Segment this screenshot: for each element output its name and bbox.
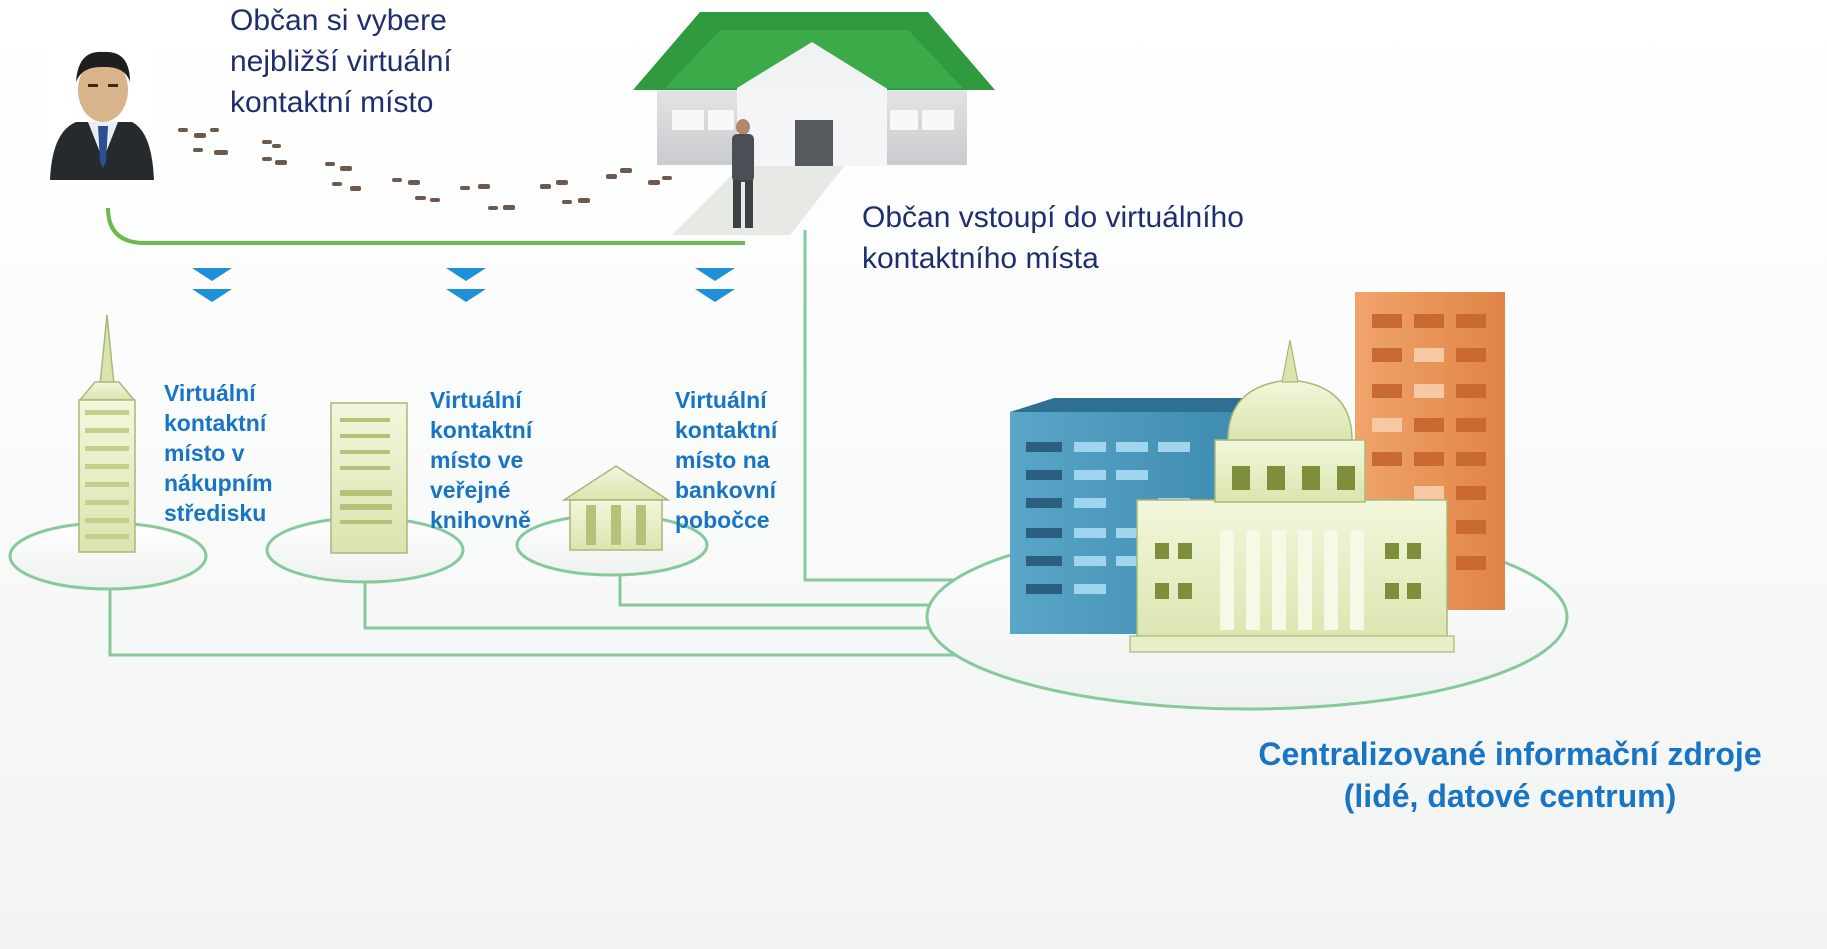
virtual-contact-house-icon [633,12,995,235]
label-line: bankovní [675,477,776,503]
down-arrows [192,268,735,302]
down-arrow-icon [446,268,486,302]
walking-person-icon [732,119,754,228]
bank-building-icon [561,465,671,551]
connector-line-library [363,565,1080,630]
label-line: místo na [675,447,770,473]
contact-point-bank-label: Virtuální kontaktní místo na bankovní po… [675,385,777,535]
mall-tower-icon [78,314,136,553]
label-line: Virtuální [164,380,256,406]
label-line: knihovně [430,507,531,533]
label-line: Virtuální [675,387,767,413]
label-line: středisku [164,500,267,526]
caption-line: Občan si vybere [230,4,447,37]
caption-line: nejbližší virtuální [230,45,452,78]
label-line: kontaktní [675,417,778,443]
footprints-icon [178,128,672,210]
caption-line: Centralizované informační zdroje [1258,736,1762,772]
citizen-enter-caption: Občan vstoupí do virtuálního kontaktního… [862,197,1244,279]
label-line: veřejné [430,477,511,503]
contact-point-mall-label: Virtuální kontaktní místo v nákupním stř… [164,378,273,528]
citizen-person-icon [46,45,156,183]
label-line: kontaktní [164,410,267,436]
label-line: místo v [164,440,245,466]
label-line: pobočce [675,507,770,533]
down-arrow-icon [192,268,232,302]
label-line: Virtuální [430,387,522,413]
label-line: nákupním [164,470,273,496]
citizen-choose-caption: Občan si vybere nejbližší virtuální kont… [230,0,452,123]
library-building-icon [330,402,408,554]
label-line: kontaktní [430,417,533,443]
caption-line: kontaktní místo [230,86,434,119]
central-buildings-icon [1010,292,1505,653]
central-resources-caption: Centralizované informační zdroje (lidé, … [1210,733,1810,817]
caption-line: Občan vstoupí do virtuálního [862,201,1244,234]
connector-line-mall [108,570,1080,657]
caption-line: kontaktního místa [862,242,1099,275]
down-arrow-icon [695,268,735,302]
label-line: místo ve [430,447,524,473]
citizen-path-line [106,207,745,245]
contact-point-library-label: Virtuální kontaktní místo ve veřejné kni… [430,385,532,535]
caption-line: (lidé, datové centrum) [1343,778,1677,814]
